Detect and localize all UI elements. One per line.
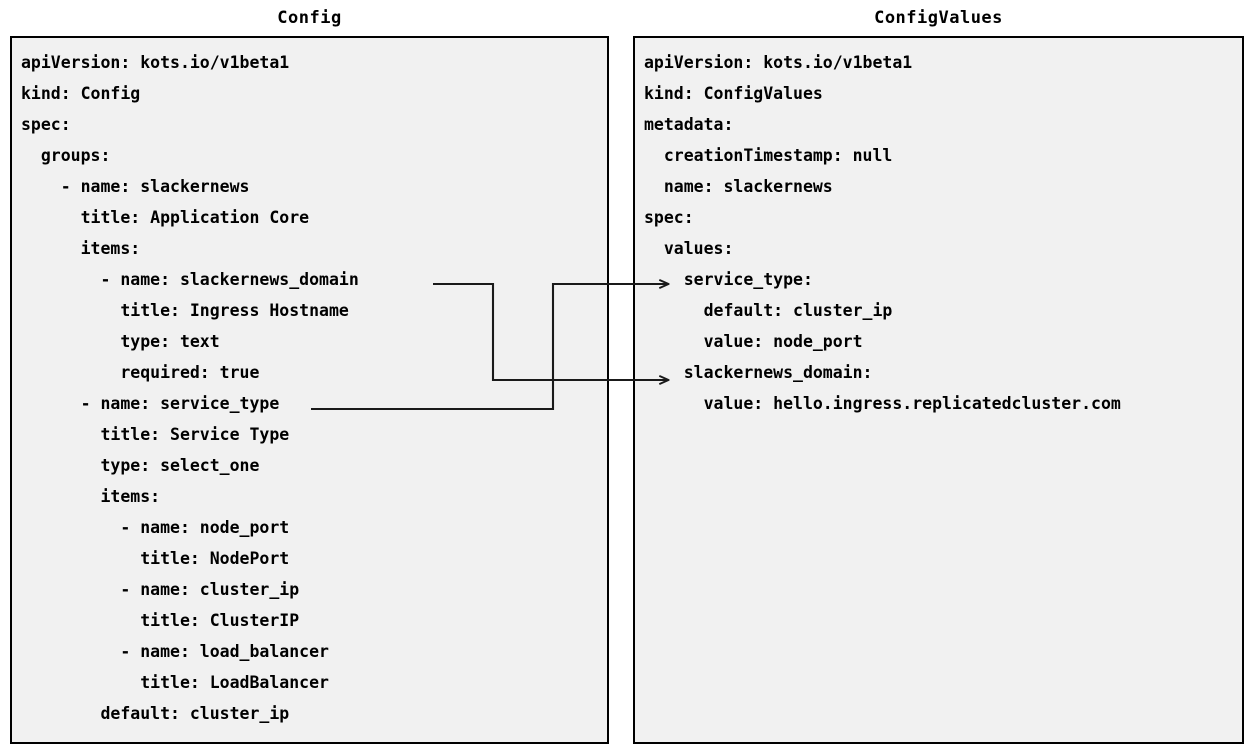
configvalues-yaml-line: default: cluster_ip [644,301,893,320]
configvalues-yaml-line: service_type: [644,270,813,289]
config-yaml-line: title: LoadBalancer [21,673,329,692]
configvalues-panel-title: ConfigValues [874,8,1003,28]
config-yaml-line: title: ClusterIP [21,611,300,630]
config-yaml-line: type: text [21,332,220,351]
config-yaml-line: - name: node_port [21,518,290,537]
config-yaml-body: apiVersion: kots.io/v1beta1 kind: Config s… [21,47,605,740]
config-yaml-line: - name: load_balancer [21,642,329,661]
config-yaml-line: default: cluster_ip [21,704,290,723]
config-yaml-line: - name: cluster_ip [21,580,300,599]
config-yaml-line: apiVersion: kots.io/v1beta1 [21,53,290,72]
config-yaml-line: type: select_one [21,456,260,475]
config-yaml-line: spec: [21,115,71,134]
config-yaml-line: title: Ingress Hostname [21,301,349,320]
config-yaml-panel: apiVersion: kots.io/v1beta1 kind: Config s… [10,36,609,744]
configvalues-yaml-line: kind: ConfigValues [644,84,823,103]
config-yaml-line: items: [21,239,141,258]
config-yaml-line: groups: [21,146,111,165]
config-panel-title: Config [277,8,342,28]
configvalues-yaml-line: spec: [644,208,694,227]
config-yaml-line: kind: Config [21,84,141,103]
configvalues-yaml-line: apiVersion: kots.io/v1beta1 [644,53,913,72]
config-yaml-line: - name: slackernews [21,177,250,196]
configvalues-yaml-line: slackernews_domain: [644,363,873,382]
configvalues-yaml-line: value: node_port [644,332,863,351]
configvalues-yaml-line: name: slackernews [644,177,833,196]
configvalues-yaml-panel: apiVersion: kots.io/v1beta1 kind: ConfigV… [633,36,1244,744]
config-yaml-line: title: NodePort [21,549,290,568]
config-yaml-line: title: Application Core [21,208,310,227]
configvalues-yaml-line: creationTimestamp: null [644,146,893,165]
config-yaml-line: required: true [21,363,260,382]
configvalues-yaml-line: metadata: [644,115,734,134]
config-yaml-line: - name: slackernews_domain [21,270,359,289]
config-yaml-line: title: Service Type [21,425,290,444]
configvalues-yaml-body: apiVersion: kots.io/v1beta1 kind: ConfigV… [644,47,1240,740]
config-yaml-line: items: [21,487,161,506]
config-yaml-line: - name: service_type [21,394,280,413]
configvalues-yaml-line: value: hello.ingress.replicatedcluster.c… [644,394,1121,413]
configvalues-yaml-line: values: [644,239,734,258]
